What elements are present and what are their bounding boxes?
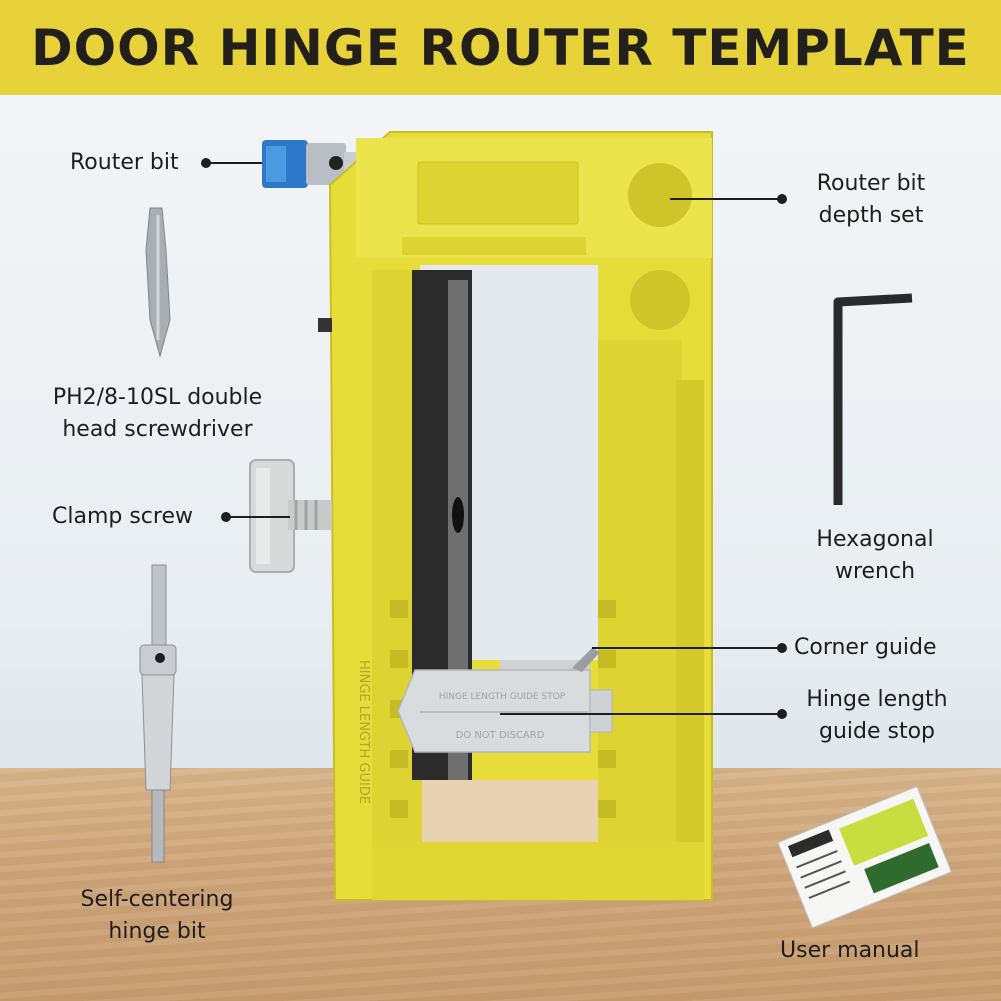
hex-wrench-icon [833, 293, 913, 505]
label-line: depth set [818, 203, 924, 228]
hinge-template-body [318, 131, 713, 901]
label-clamp-screw: Clamp screw [52, 504, 193, 529]
stop-bottom-text: DO NOT DISCARD [456, 730, 545, 741]
hinge-length-guide-stop: HINGE LENGTH GUIDE STOP DO NOT DISCARD [397, 660, 613, 753]
stop-top-text: HINGE LENGTH GUIDE STOP [439, 692, 566, 702]
label-line: wrench [834, 559, 916, 584]
corner-guide-piece [572, 648, 600, 672]
label-corner-guide: Corner guide [794, 635, 937, 660]
screwdriver-bit-icon [145, 207, 171, 358]
self-centering-bit-icon [139, 564, 177, 863]
label-line: guide stop [818, 719, 936, 744]
label-line: Router bit [816, 171, 926, 196]
label-line: PH2/8-10SL double [52, 385, 263, 410]
label-hex-wrench: Hexagonal wrench [800, 524, 950, 588]
callout-lines [201, 158, 787, 719]
label-user-manual: User manual [780, 938, 920, 963]
title-banner: DOOR HINGE ROUTER TEMPLATE [0, 0, 1001, 95]
label-line: Hinge length [806, 687, 948, 712]
label-screwdriver: PH2/8-10SL double head screwdriver [30, 382, 285, 446]
label-line: hinge bit [108, 919, 206, 944]
label-router-bit: Router bit [70, 150, 179, 175]
label-line: head screwdriver [62, 417, 253, 442]
hinge-length-guide-text: HINGE LENGTH GUIDE [356, 660, 371, 804]
label-line: Self-centering [80, 887, 234, 912]
label-line: Hexagonal [816, 527, 934, 552]
label-self-centering-bit: Self-centering hinge bit [62, 884, 252, 948]
label-hinge-length-guide-stop: Hinge length guide stop [792, 684, 962, 748]
user-manual-icon [777, 785, 953, 929]
label-router-bit-depth-set: Router bit depth set [796, 168, 946, 232]
page-title: DOOR HINGE ROUTER TEMPLATE [31, 18, 970, 77]
